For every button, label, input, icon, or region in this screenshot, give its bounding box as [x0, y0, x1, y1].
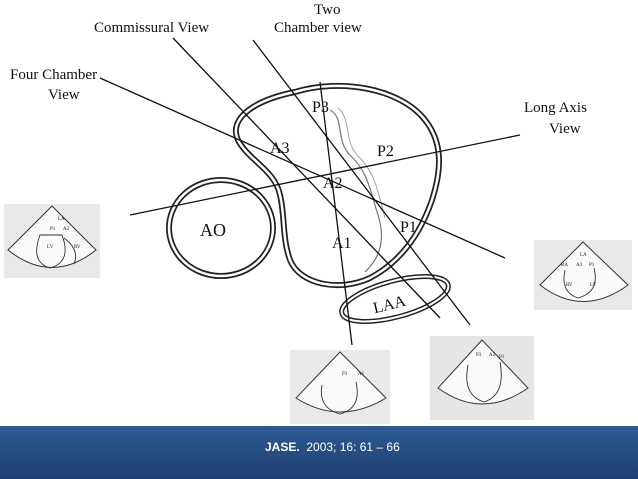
- echo-thumbnail-bottom-left: P3 A1: [290, 350, 390, 424]
- mitral-valve-diagram: P3 A3 P2 A2 P1 A1 AO LAA LA P1 A2 LV RV …: [4, 2, 632, 424]
- citation-details: 2003; 16: 61 – 66: [306, 440, 400, 454]
- four-chamber-view-label-line1: Four Chamber: [10, 67, 98, 83]
- svg-text:P3: P3: [476, 353, 482, 358]
- svg-text:RA: RA: [561, 263, 568, 268]
- coaptation-line: [329, 109, 383, 273]
- svg-text:A3: A3: [576, 263, 583, 268]
- segment-p2: P2: [377, 143, 394, 160]
- svg-text:P1: P1: [50, 227, 56, 232]
- echo-thumbnail-four-chamber: LA P1 A2 LV RV: [4, 204, 100, 278]
- long-axis-view-line: [99, 77, 506, 259]
- segment-a2: A2: [323, 175, 343, 192]
- svg-text:P1: P1: [589, 263, 595, 268]
- commissural-view-label: Commissural View: [94, 20, 210, 36]
- svg-text:LV: LV: [590, 283, 597, 288]
- svg-text:LV: LV: [47, 245, 54, 250]
- long-axis-view-label-line2: View: [549, 121, 581, 137]
- two-chamber-view-label-line2: Chamber view: [274, 20, 362, 36]
- citation-journal: JASE.: [265, 440, 300, 454]
- segment-a3: A3: [270, 140, 290, 157]
- svg-text:A2: A2: [63, 227, 70, 232]
- two-chamber-view-line: [252, 39, 471, 326]
- vertical-view-line: [319, 81, 353, 346]
- four-chamber-view-line: [129, 134, 521, 216]
- svg-text:A1: A1: [358, 372, 365, 377]
- segment-p3: P3: [312, 99, 329, 116]
- svg-text:LA: LA: [580, 253, 587, 258]
- diagram-svg: P3 A3 P2 A2 P1 A1 AO LAA LA P1 A2 LV RV …: [4, 37, 632, 424]
- svg-text:RV: RV: [566, 283, 573, 288]
- commissural-view-line: [172, 37, 441, 319]
- svg-text:P3: P3: [342, 372, 348, 377]
- svg-text:A2: A2: [489, 353, 496, 358]
- four-chamber-view-label-line2: View: [48, 87, 80, 103]
- echo-thumbnail-bottom-right: P3 A2 P1: [430, 336, 534, 420]
- svg-text:P1: P1: [499, 355, 505, 360]
- svg-text:LA: LA: [58, 217, 65, 222]
- segment-a1: A1: [332, 235, 352, 252]
- two-chamber-view-label-line1: Two: [314, 2, 341, 18]
- footer-bar: [0, 426, 638, 479]
- svg-text:RV: RV: [74, 245, 81, 250]
- echo-thumbnail-long-axis: LA RA A3 P1 RV LV: [534, 240, 632, 310]
- long-axis-view-label-line1: Long Axis: [524, 100, 587, 116]
- citation: JASE. 2003; 16: 61 – 66: [265, 440, 400, 454]
- segment-p1: P1: [400, 219, 417, 236]
- segment-ao: AO: [200, 220, 226, 240]
